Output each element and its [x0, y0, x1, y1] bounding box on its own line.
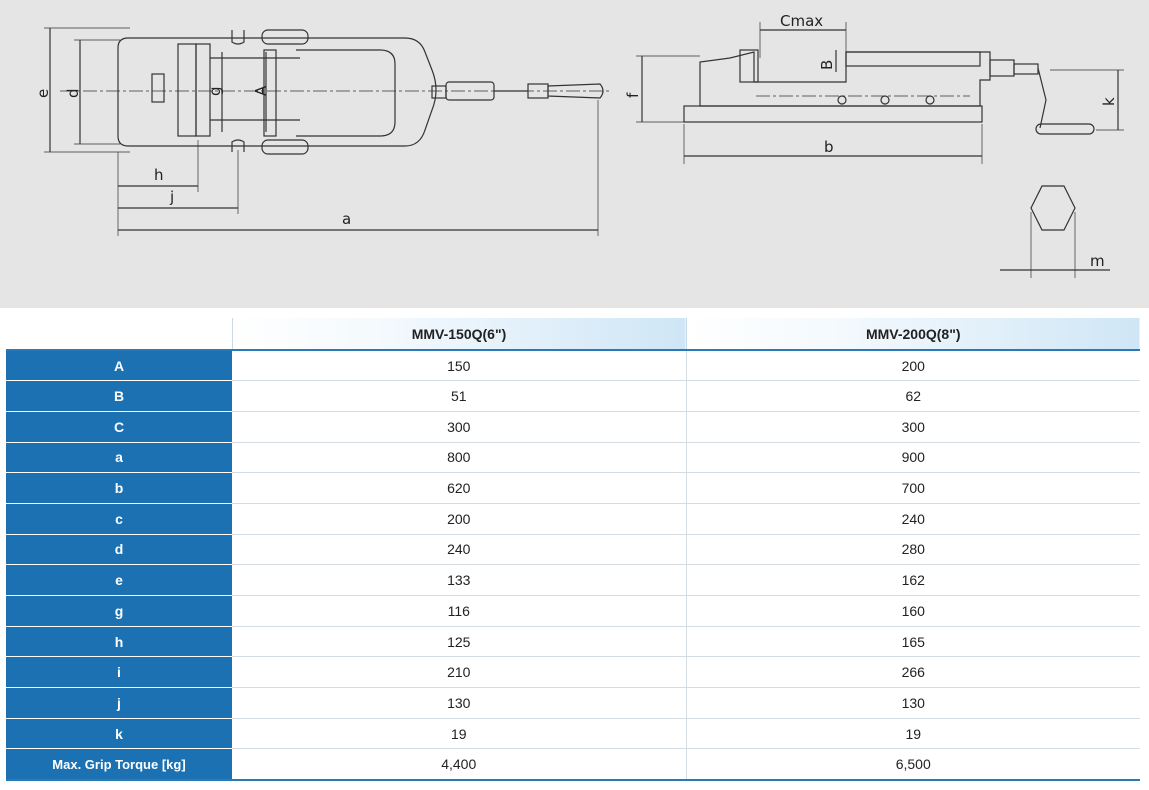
row-value-v2: 19: [685, 718, 1140, 750]
row-value-v2: 200: [685, 350, 1140, 382]
row-label: i: [6, 656, 232, 689]
vise-drawing: e d g A h j a Cmax B f b k m: [34, 12, 1124, 278]
row-value-v2: 6,500: [685, 748, 1140, 781]
header-mmv-200q: MMV-200Q(8"): [685, 318, 1140, 351]
row-value-v2: 280: [685, 534, 1140, 566]
row-value-v1: 51: [232, 380, 686, 412]
row-value-v2: 165: [685, 626, 1140, 658]
row-value-v1: 125: [232, 626, 686, 658]
row-value-v2: 266: [685, 656, 1140, 689]
dim-label-h: h: [154, 166, 164, 184]
row-value-v1: 133: [232, 564, 686, 596]
row-value-v2: 240: [685, 503, 1140, 535]
row-value-v2: 300: [685, 411, 1140, 443]
row-value-v2: 162: [685, 564, 1140, 596]
hex-key-drawing: [1000, 185, 1110, 278]
side-view-drawing: [636, 22, 1124, 164]
row-label: A: [6, 350, 232, 382]
header-blank: [6, 318, 232, 351]
dim-label-b: b: [824, 138, 834, 156]
dim-label-A: A: [252, 85, 270, 96]
row-label: c: [6, 503, 232, 535]
row-value-v1: 19: [232, 718, 686, 750]
row-label: a: [6, 442, 232, 474]
row-value-v1: 130: [232, 687, 686, 719]
row-label: C: [6, 411, 232, 443]
row-value-v2: 700: [685, 472, 1140, 504]
row-value-v2: 160: [685, 595, 1140, 627]
dim-label-e: e: [34, 89, 52, 98]
row-value-v1: 116: [232, 595, 686, 627]
row-value-v2: 130: [685, 687, 1140, 719]
row-value-v1: 300: [232, 411, 686, 443]
row-label: B: [6, 380, 232, 412]
row-value-v2: 900: [685, 442, 1140, 474]
row-value-v1: 210: [232, 656, 686, 689]
row-value-v1: 240: [232, 534, 686, 566]
row-label: d: [6, 534, 232, 566]
dim-label-d: d: [64, 88, 82, 98]
row-value-v1: 620: [232, 472, 686, 504]
dim-label-f: f: [624, 92, 642, 98]
row-label: Max. Grip Torque [kg]: [6, 748, 232, 781]
dim-label-B: B: [818, 60, 836, 70]
row-label: h: [6, 626, 232, 658]
header-mmv-150q: MMV-150Q(6"): [231, 318, 686, 351]
dim-label-k: k: [1100, 97, 1118, 106]
row-label: g: [6, 595, 232, 627]
row-value-v1: 200: [232, 503, 686, 535]
row-label: e: [6, 564, 232, 596]
row-value-v1: 800: [232, 442, 686, 474]
technical-drawing-panel: e d g A h j a Cmax B f b k m: [0, 0, 1149, 308]
row-label: b: [6, 472, 232, 504]
dim-label-j: j: [169, 188, 174, 206]
dim-label-m: m: [1090, 252, 1105, 270]
row-label: k: [6, 718, 232, 750]
row-value-v1: 4,400: [232, 748, 686, 781]
dim-label-cmax: Cmax: [780, 12, 823, 30]
dim-label-g: g: [206, 86, 224, 96]
top-view-drawing: [44, 27, 610, 236]
row-label: j: [6, 687, 232, 719]
row-value-v2: 62: [685, 380, 1140, 412]
dim-label-a: a: [342, 210, 351, 228]
row-value-v1: 150: [232, 350, 686, 382]
table-header-row: MMV-150Q(6") MMV-200Q(8"): [6, 318, 1140, 351]
